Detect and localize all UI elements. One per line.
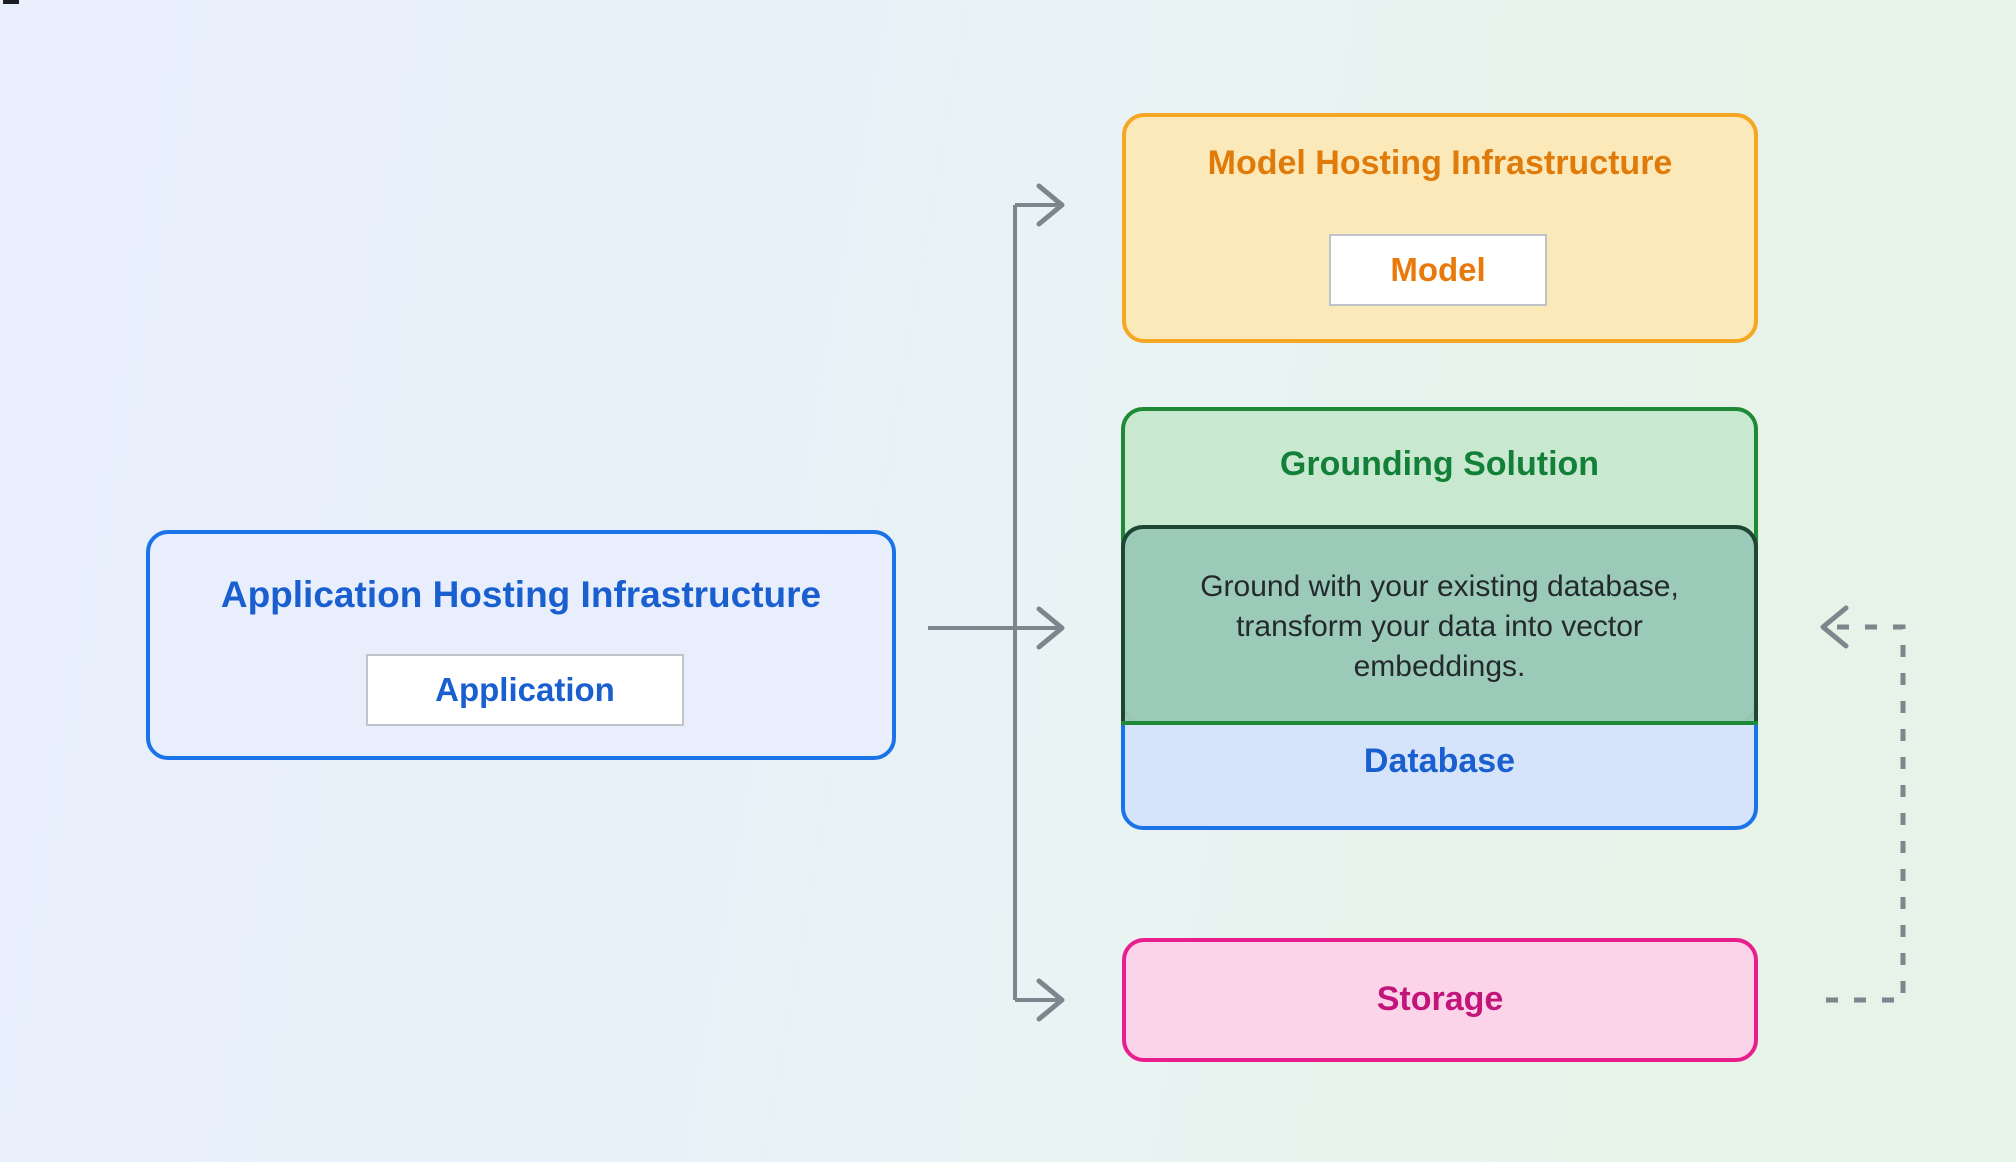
model-hosting-title: Model Hosting Infrastructure xyxy=(1207,144,1673,182)
application-node-label: Application xyxy=(435,671,615,708)
grounding-description: Ground with your existing database, tran… xyxy=(1200,570,1679,683)
grounding-database-overlap[interactable]: Ground with your existing database, tran… xyxy=(1121,525,1758,725)
application-hosting-infrastructure-box[interactable]: Application Hosting Infrastructure Appli… xyxy=(146,530,896,760)
corner-mark xyxy=(3,0,19,4)
storage-title: Storage xyxy=(1376,980,1504,1019)
arrowhead-to-grounding-icon xyxy=(1036,606,1065,650)
model-node-label: Model xyxy=(1390,251,1486,288)
database-title: Database xyxy=(1363,741,1516,780)
arrowhead-storage-to-grounding-icon xyxy=(1820,605,1849,649)
model-hosting-infrastructure-box[interactable]: Model Hosting Infrastructure Model xyxy=(1122,113,1758,343)
grounding-bottom-edge xyxy=(1121,721,1758,725)
connector-storage-to-grounding-dashed xyxy=(1826,624,1906,1003)
application-hosting-title: Application Hosting Infrastructure xyxy=(220,574,822,615)
application-node[interactable]: Application xyxy=(366,654,684,726)
model-node[interactable]: Model xyxy=(1329,234,1547,306)
storage-box[interactable]: Storage xyxy=(1122,938,1758,1062)
arrowhead-to-storage-icon xyxy=(1036,978,1065,1022)
arrowhead-to-model-icon xyxy=(1036,183,1065,227)
grounding-solution-title: Grounding Solution xyxy=(1279,445,1600,483)
